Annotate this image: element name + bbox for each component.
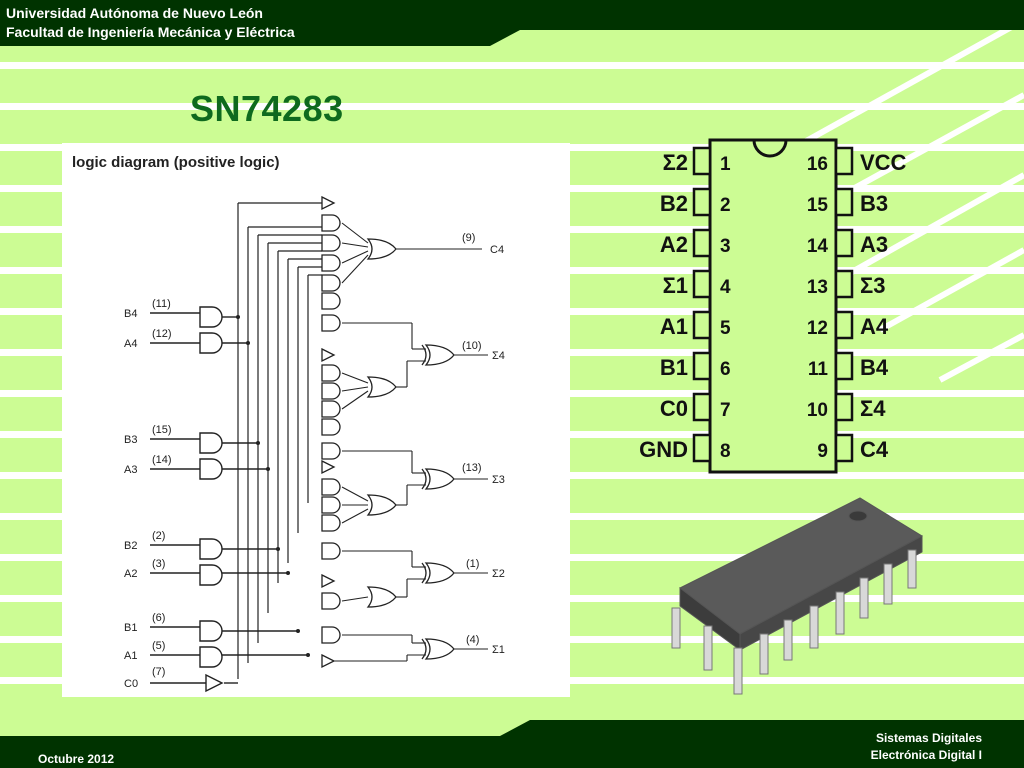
footer-course: Sistemas Digitales bbox=[875, 731, 982, 745]
pin-label-right: C4 bbox=[860, 437, 889, 462]
svg-text:A3: A3 bbox=[124, 464, 137, 476]
svg-text:(6): (6) bbox=[152, 612, 165, 624]
pin-label-right: A4 bbox=[860, 314, 889, 339]
svg-text:(10): (10) bbox=[462, 340, 482, 352]
pin-box-left bbox=[692, 228, 712, 258]
svg-text:(15): (15) bbox=[152, 424, 172, 436]
svg-text:(2): (2) bbox=[152, 530, 165, 542]
pin-number-left: 8 bbox=[720, 441, 731, 462]
svg-text:A4: A4 bbox=[124, 338, 137, 350]
svg-text:(7): (7) bbox=[152, 666, 165, 678]
pin-label-left: GND bbox=[639, 437, 688, 462]
pin-number-right: 15 bbox=[807, 195, 829, 216]
svg-text:(5): (5) bbox=[152, 640, 165, 652]
pin-box-right bbox=[834, 392, 854, 422]
header-bar bbox=[0, 0, 1024, 46]
svg-text:C0: C0 bbox=[124, 678, 138, 690]
pin-box-left bbox=[692, 187, 712, 217]
pin-label-right: Σ4 bbox=[860, 396, 886, 421]
logic-diagram: logic diagram (positive logic) bbox=[62, 143, 570, 697]
bus-lines bbox=[237, 202, 322, 679]
pin-box-left bbox=[692, 310, 712, 340]
svg-text:B4: B4 bbox=[124, 308, 137, 320]
pin-number-left: 3 bbox=[720, 236, 731, 257]
pin-number-left: 1 bbox=[720, 154, 731, 175]
pin-label-right: B4 bbox=[860, 355, 889, 380]
pin-label-right: B3 bbox=[860, 191, 888, 216]
pin-number-right: 12 bbox=[807, 318, 828, 339]
pin-box-left bbox=[692, 269, 712, 299]
svg-text:A1: A1 bbox=[124, 650, 137, 662]
svg-text:A2: A2 bbox=[124, 568, 137, 580]
pin-box-left bbox=[692, 433, 712, 463]
svg-text:(3): (3) bbox=[152, 558, 165, 570]
pin-box-right bbox=[834, 228, 854, 258]
svg-text:Σ4: Σ4 bbox=[492, 350, 505, 362]
svg-text:B1: B1 bbox=[124, 622, 137, 634]
pin-box-right bbox=[834, 269, 854, 299]
svg-text:(9): (9) bbox=[462, 232, 475, 244]
svg-text:(13): (13) bbox=[462, 462, 482, 474]
pin-number-right: 9 bbox=[817, 441, 828, 462]
pin-label-right: Σ3 bbox=[860, 273, 885, 298]
svg-text:(12): (12) bbox=[152, 328, 172, 340]
footer-date: Octubre 2012 bbox=[38, 752, 115, 766]
pin-label-right: A3 bbox=[860, 232, 888, 257]
pin-number-left: 4 bbox=[720, 277, 731, 298]
svg-text:(14): (14) bbox=[152, 454, 172, 466]
pin-number-left: 6 bbox=[720, 359, 731, 380]
pin-number-right: 16 bbox=[807, 154, 828, 175]
svg-text:Σ1: Σ1 bbox=[492, 644, 505, 656]
pin-box-right bbox=[834, 351, 854, 381]
pin-label-right: VCC bbox=[860, 150, 907, 175]
pin-number-left: 5 bbox=[720, 318, 731, 339]
university-name: Universidad Autónoma de Nuevo León bbox=[6, 5, 263, 21]
svg-text:Σ3: Σ3 bbox=[492, 474, 505, 486]
footer-bar bbox=[0, 720, 1024, 768]
svg-text:(1): (1) bbox=[466, 558, 479, 570]
svg-text:(11): (11) bbox=[152, 298, 171, 310]
pin-label-left: Σ1 bbox=[663, 273, 688, 298]
pin-box-right bbox=[834, 146, 854, 176]
footer-subject: Electrónica Digital I bbox=[870, 748, 982, 762]
logic-diagram-caption: logic diagram (positive logic) bbox=[72, 154, 280, 171]
svg-text:B3: B3 bbox=[124, 434, 137, 446]
pin-box-left bbox=[692, 146, 712, 176]
pin-number-left: 7 bbox=[720, 400, 731, 421]
pin-box-left bbox=[692, 392, 712, 422]
pin-box-left bbox=[692, 351, 712, 381]
pin-number-right: 10 bbox=[807, 400, 828, 421]
svg-text:(4): (4) bbox=[466, 634, 479, 646]
ic-chip-image bbox=[671, 497, 924, 695]
pin-number-right: 11 bbox=[808, 359, 829, 380]
svg-text:C4: C4 bbox=[490, 244, 504, 256]
svg-text:Σ2: Σ2 bbox=[492, 568, 505, 580]
slide-title: SN74283 bbox=[190, 88, 344, 129]
pin-label-left: A2 bbox=[660, 232, 688, 257]
pin-box-right bbox=[834, 433, 854, 463]
pin-label-left: B2 bbox=[660, 191, 688, 216]
pin-box-right bbox=[834, 187, 854, 217]
pin-number-right: 14 bbox=[807, 236, 829, 257]
pin-label-left: Σ2 bbox=[663, 150, 688, 175]
pin-number-left: 2 bbox=[720, 195, 731, 216]
logic-diagram-svg: logic diagram (positive logic) bbox=[72, 154, 505, 693]
pin-label-left: B1 bbox=[660, 355, 688, 380]
svg-text:B2: B2 bbox=[124, 540, 137, 552]
pin-number-right: 13 bbox=[807, 277, 828, 298]
faculty-name: Facultad de Ingeniería Mecánica y Eléctr… bbox=[6, 24, 295, 40]
pin-label-left: A1 bbox=[660, 314, 688, 339]
pin-label-left: C0 bbox=[660, 396, 688, 421]
pin-box-right bbox=[834, 310, 854, 340]
